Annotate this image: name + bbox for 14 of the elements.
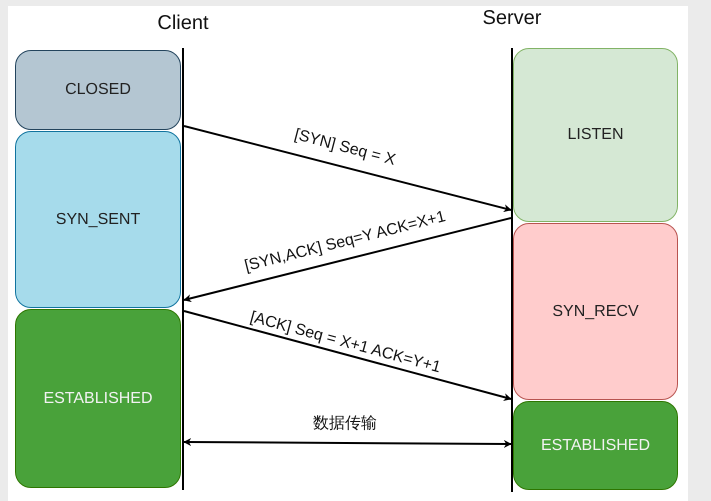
state-box: LISTEN [513,48,678,222]
arrow [183,438,512,448]
state-box: SYN_SENT [15,131,181,308]
arrow [184,125,512,212]
lifeline-heading: Server [482,7,542,30]
edge-label: 数据传输 [311,415,379,433]
state-box: ESTABLISHED [15,309,181,488]
state-box: ESTABLISHED [513,401,678,490]
state-box: CLOSED [15,50,181,130]
edge-label: [SYN] Seq = X [292,126,398,170]
state-box: SYN_RECV [513,223,678,400]
arrow [184,310,512,401]
arrow [183,217,512,302]
lifeline-heading: Client [156,12,210,35]
